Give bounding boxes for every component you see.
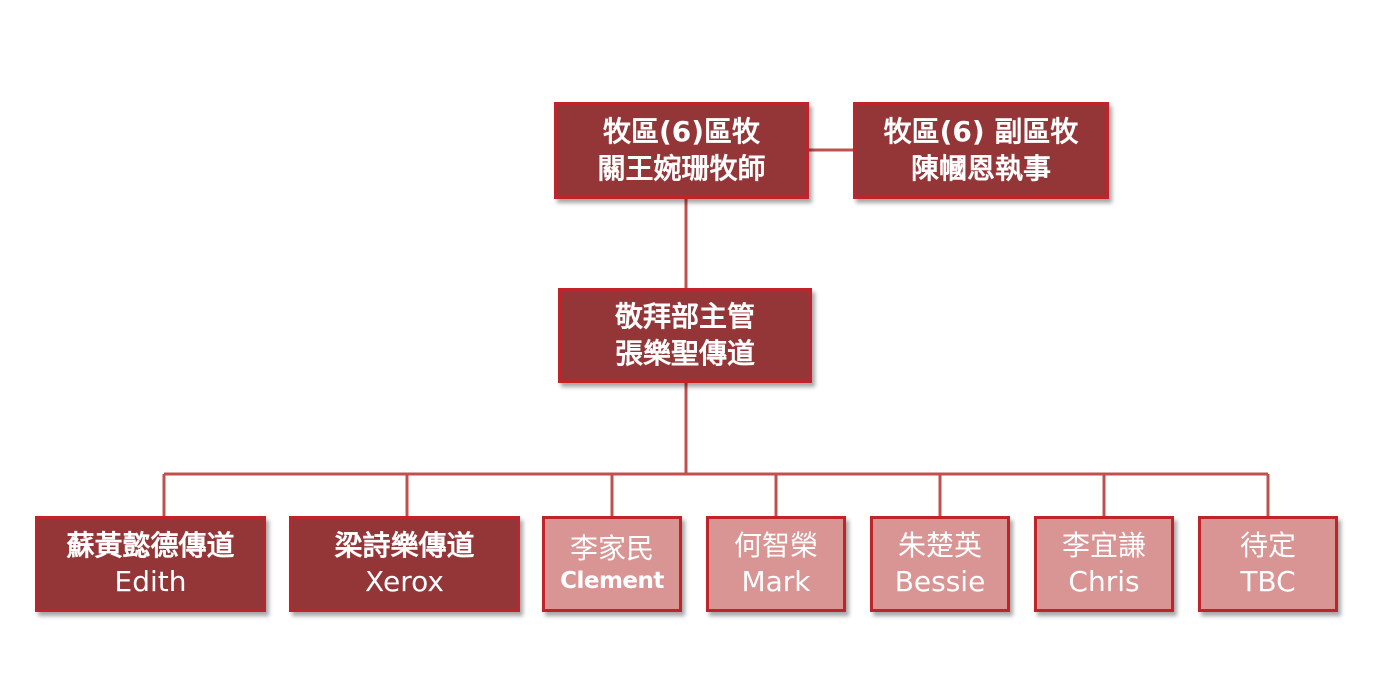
node-pastor-title: 牧區(6)區牧 (602, 115, 761, 149)
node-member-1: 蘇黃懿德傳道 Edith (35, 516, 266, 612)
node-member-4-name-en: Mark (741, 565, 811, 598)
node-worship-head-name: 張樂聖傳道 (614, 336, 755, 370)
node-member-6-name-zh: 李宜謙 (1061, 528, 1146, 562)
node-member-4: 何智榮 Mark (706, 516, 846, 612)
node-member-5-name-zh: 朱楚英 (897, 528, 982, 562)
node-member-5: 朱楚英 Bessie (870, 516, 1010, 612)
node-pastor-name: 關王婉珊牧師 (597, 151, 766, 185)
node-member-3: 李家民 Clement (542, 516, 682, 612)
node-member-2-name-en: Xerox (365, 565, 444, 598)
node-deputy-title: 牧區(6) 副區牧 (883, 115, 1079, 149)
node-member-5-name-en: Bessie (894, 565, 986, 598)
node-pastor: 牧區(6)區牧 關王婉珊牧師 (554, 102, 809, 199)
node-member-6-name-en: Chris (1068, 565, 1140, 598)
node-member-2-name-zh: 梁詩樂傳道 (334, 528, 475, 562)
node-member-7-name-en: TBC (1240, 565, 1296, 598)
node-worship-head-title: 敬拜部主管 (614, 300, 755, 334)
node-member-3-name-zh: 李家民 (569, 531, 654, 565)
node-member-1-name-zh: 蘇黃懿德傳道 (66, 528, 235, 562)
node-deputy: 牧區(6) 副區牧 陳幗恩執事 (853, 102, 1109, 199)
node-member-4-name-zh: 何智榮 (733, 528, 818, 562)
node-member-6: 李宜謙 Chris (1034, 516, 1174, 612)
node-member-3-name-en: Clement (560, 568, 664, 595)
node-member-7-name-zh: 待定 (1239, 528, 1296, 562)
node-worship-head: 敬拜部主管 張樂聖傳道 (558, 288, 812, 383)
node-deputy-name: 陳幗恩執事 (910, 151, 1051, 185)
node-member-1-name-en: Edith (114, 565, 187, 598)
node-member-7: 待定 TBC (1198, 516, 1338, 612)
node-member-2: 梁詩樂傳道 Xerox (289, 516, 520, 612)
